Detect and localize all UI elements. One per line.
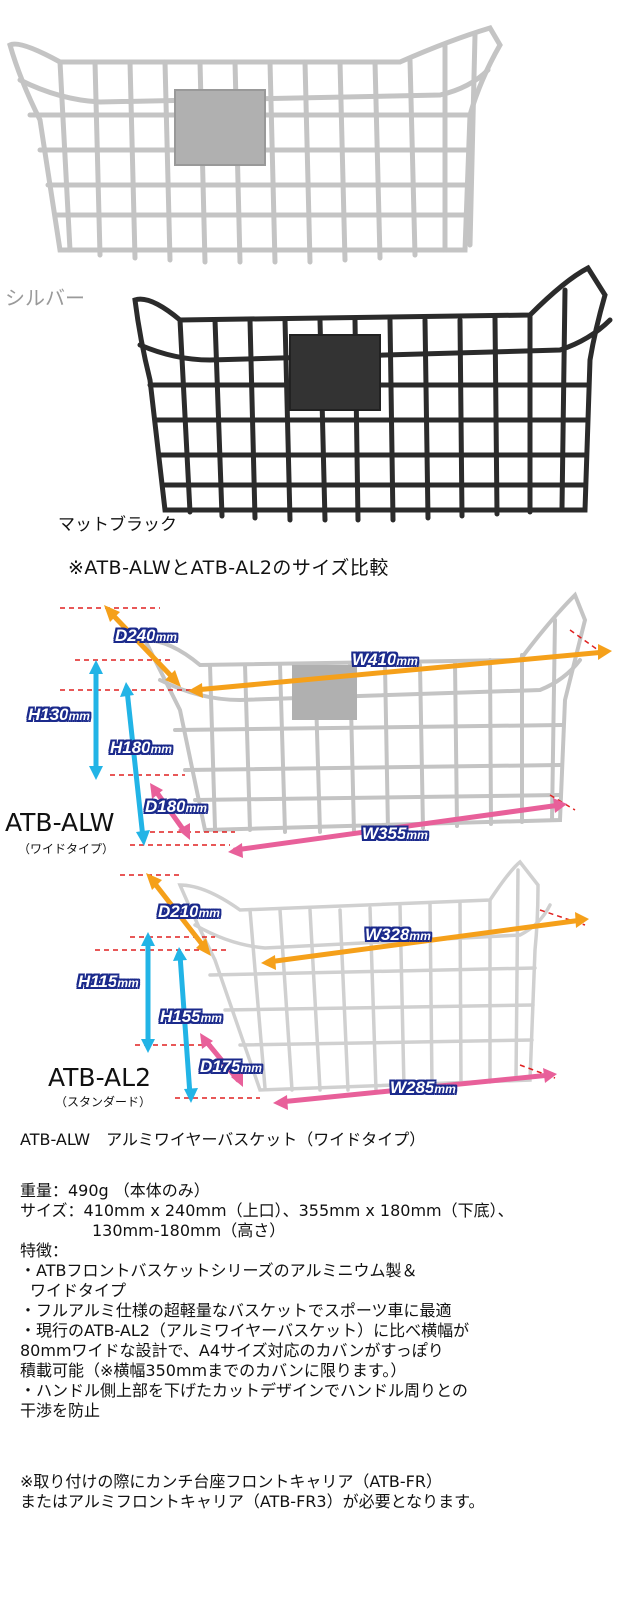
al2-width-bottom-arrow (277, 1072, 553, 1105)
comparison-title: ※ATB-ALWとATB-AL2のサイズ比較 (68, 557, 389, 579)
spec-weight: 重量：490g （本体のみ） (20, 1181, 210, 1200)
al2-depth-top-arrow (149, 877, 208, 951)
al2-width-top-arrow (265, 917, 585, 965)
feature-4-line1: ・ハンドル側上部を下げたカットデザインでハンドル周りとの (20, 1381, 468, 1400)
al2-basket (177, 859, 552, 1092)
al2-width-bottom-label: W285mm (390, 1078, 456, 1097)
alw-height-low-label: H130mm (28, 705, 90, 724)
alw-width-bottom-arrow (232, 802, 563, 853)
feature-3-line1: ・現行のATB-AL2（アルミワイヤーバスケット）に比べ横幅が (20, 1321, 470, 1340)
al2-height-low-label: H115mm (78, 972, 139, 991)
alw-height-high-arrow (124, 687, 146, 841)
feature-4-line2: 干渉を防止 (20, 1401, 101, 1420)
al2-depth-bottom-label: D175mm (200, 1057, 262, 1076)
al2-model-name: ATB-AL2 (48, 1063, 151, 1092)
alw-width-top-arrow (192, 649, 608, 693)
mounting-note-line2: またはアルミフロントキャリア（ATB-FR3）が必要となります。 (20, 1492, 485, 1511)
feature-1-line2: ワイドタイプ (30, 1281, 127, 1300)
black-variant-label: マットブラック (58, 515, 177, 535)
feature-3-line2: 80mmワイドな設計で、A4サイズ対応のカバンがすっぽり (20, 1341, 444, 1360)
product-title: ATB-ALW アルミワイヤーバスケット（ワイドタイプ） (20, 1130, 426, 1149)
al2-model-type: （スタンダード） (55, 1095, 152, 1109)
spec-size-line1: サイズ：410mm x 240mm（上口）、355mm x 180mm（下底）、 (20, 1201, 514, 1220)
mounting-note-line1: ※取り付けの際にカンチ台座フロントキャリア（ATB-FR） (20, 1472, 442, 1491)
alw-model-name: ATB-ALW (5, 808, 115, 837)
alw-depth-bottom-arrow (152, 787, 188, 835)
al2-depth-bottom-arrow (202, 1037, 241, 1083)
alw-height-high-label: H180mm (110, 738, 172, 757)
alw-width-bottom-label: W355mm (362, 824, 428, 843)
al2-height-high-arrow (177, 952, 193, 1098)
al2-depth-top-label: D210mm (158, 902, 220, 921)
features-heading: 特徴： (20, 1241, 69, 1260)
alw-depth-bottom-label: D180mm (145, 797, 207, 816)
black-basket-bracket (289, 334, 381, 411)
feature-2: ・フルアルミ仕様の超軽量なバスケットでスポーツ車に最適 (20, 1301, 452, 1320)
alw-depth-top-label: D240mm (115, 626, 177, 645)
spec-size-line2: 130mm-180mm（高さ） (92, 1221, 286, 1240)
alw-depth-top-arrow (107, 609, 178, 683)
alw-width-top-label: W410mm (352, 650, 418, 669)
al2-width-top-label: W328mm (365, 925, 431, 944)
al2-height-high-label: H155mm (160, 1007, 222, 1026)
silver-basket-bracket (174, 89, 266, 166)
silver-variant-label: シルバー (5, 286, 85, 310)
feature-1-line1: ・ATBフロントバスケットシリーズのアルミニウム製＆ (20, 1261, 418, 1280)
alw-model-type: （ワイドタイプ） (18, 842, 115, 856)
feature-3-line3: 積載可能（※横幅350mmまでのカバンに限ります。） (20, 1361, 407, 1380)
